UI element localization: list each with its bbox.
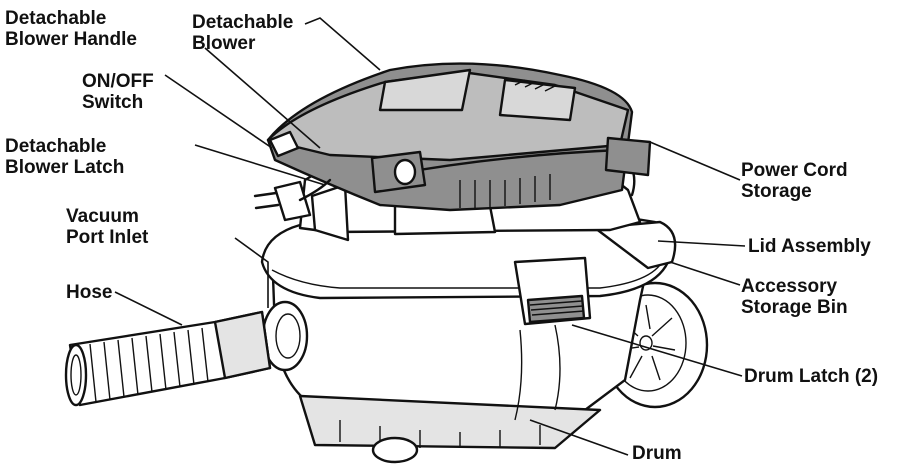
- on-off-switch-shape: [268, 130, 300, 158]
- label-hose: Hose: [66, 282, 113, 303]
- label-vacuum-port-inlet: Vacuum Port Inlet: [66, 206, 149, 248]
- drum-latch-shape: [513, 256, 592, 326]
- label-accessory-storage-bin: Accessory Storage Bin: [741, 276, 848, 318]
- blower: [266, 62, 634, 212]
- hose: [64, 310, 272, 407]
- label-drum-latch: Drum Latch (2): [744, 366, 879, 387]
- label-on-off-switch: ON/OFF Switch: [82, 71, 154, 113]
- leader-lines: [114, 17, 746, 456]
- label-lid-assembly: Lid Assembly: [748, 236, 871, 257]
- label-detachable-blower-handle: Detachable Blower Handle: [5, 8, 137, 50]
- power-plug: [253, 178, 332, 222]
- label-drum: Drum: [632, 443, 682, 464]
- label-detachable-blower-latch: Detachable Blower Latch: [5, 136, 125, 178]
- power-cord-storage: [370, 136, 652, 197]
- label-detachable-blower: Detachable Blower: [192, 12, 294, 54]
- label-power-cord-storage: Power Cord Storage: [741, 160, 848, 202]
